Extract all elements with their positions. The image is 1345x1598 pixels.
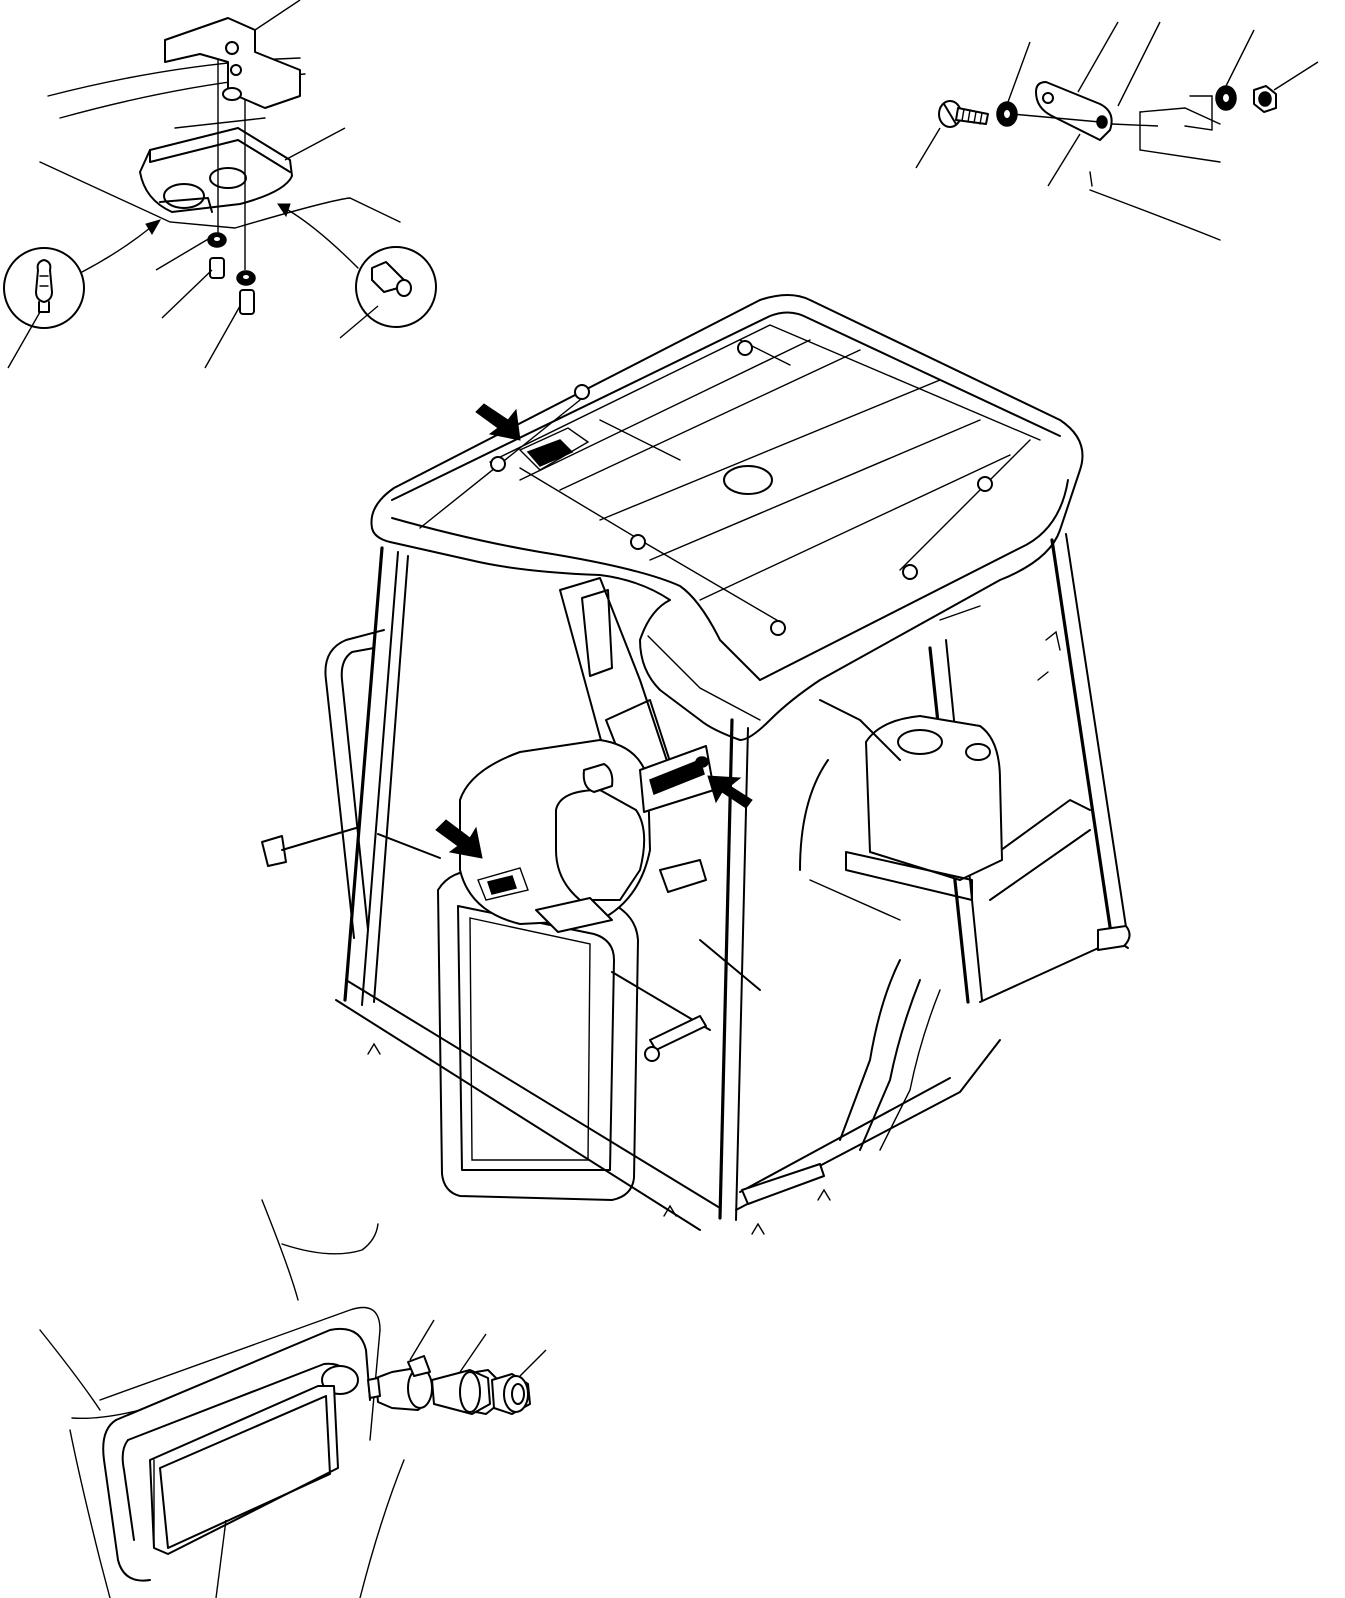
lighter-location xyxy=(649,758,705,796)
screw xyxy=(209,257,225,279)
arrow-switch-panel xyxy=(435,819,483,859)
bolt-shank xyxy=(955,107,989,125)
cover-plate xyxy=(149,1385,339,1555)
room-lamp-detail xyxy=(3,0,437,369)
lamp-switch xyxy=(209,167,247,189)
steering-console xyxy=(555,789,646,901)
cigar-lighter-detail xyxy=(39,1199,547,1598)
cab-assembly xyxy=(261,294,1131,1235)
screw xyxy=(239,289,255,315)
switch-panel-location xyxy=(487,875,517,895)
bracket-detail xyxy=(915,21,1319,241)
roof-hatch xyxy=(723,465,773,495)
arrow-lighter xyxy=(707,775,753,809)
cab-roof xyxy=(370,294,1084,741)
bracket-plate xyxy=(1035,81,1113,141)
bulb-icon xyxy=(35,259,53,303)
arrow-roof-lamp xyxy=(475,403,521,441)
mounting-bracket xyxy=(164,17,301,109)
lamp-lens xyxy=(163,183,205,209)
